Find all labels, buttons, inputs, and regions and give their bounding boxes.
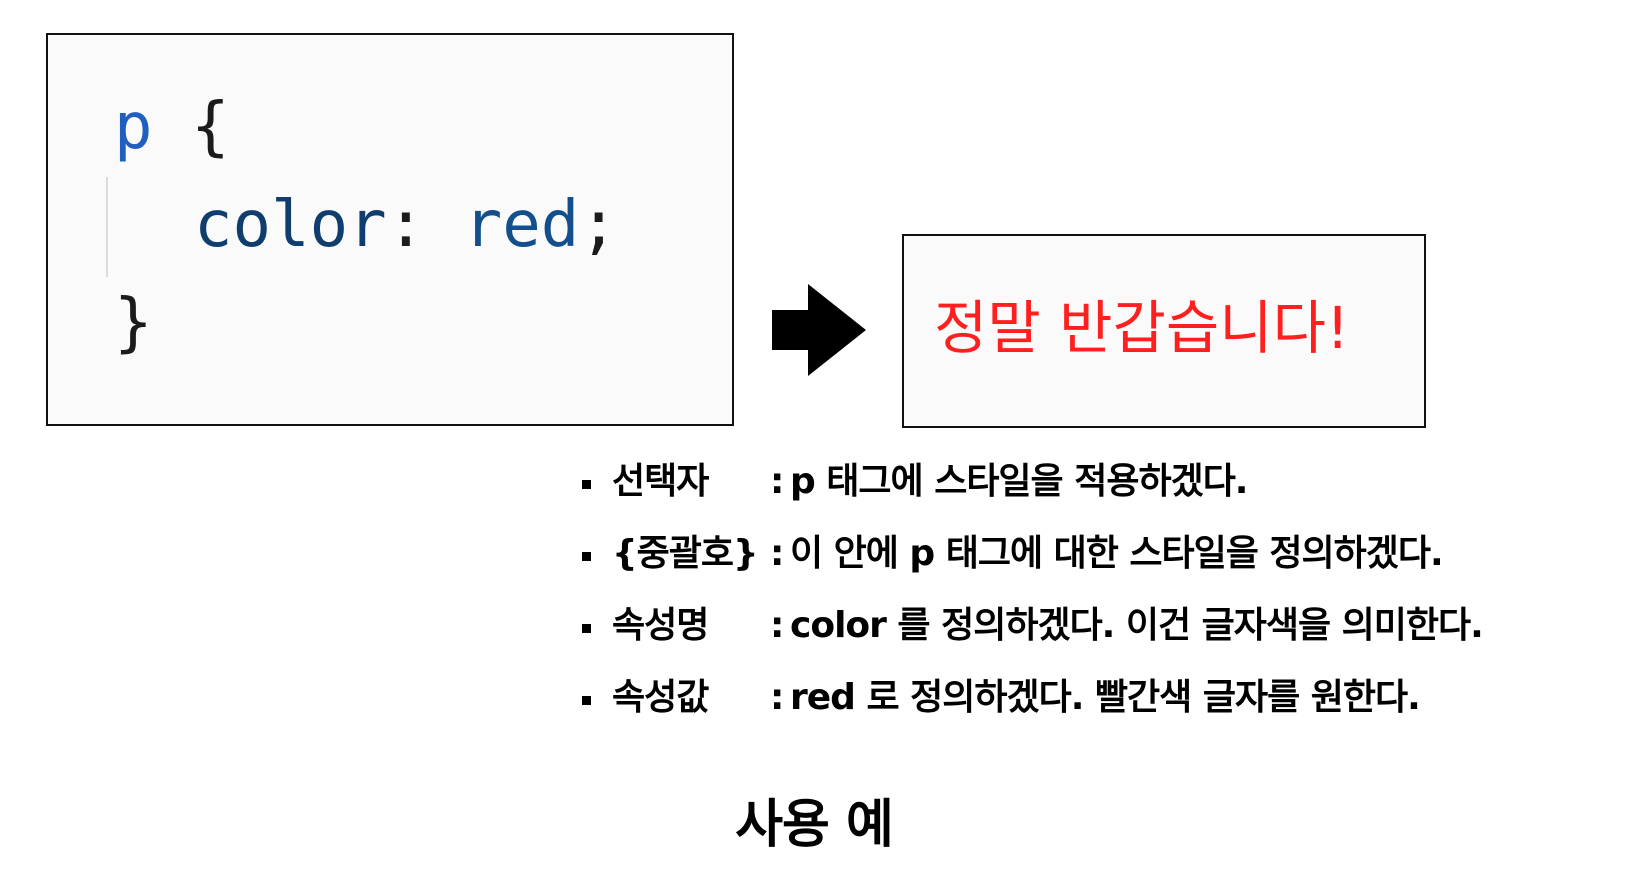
bullet-icon <box>582 480 591 489</box>
code-selector: p <box>114 90 153 164</box>
code-property: color <box>194 188 387 262</box>
result-text: 정말 반갑습니다! <box>934 294 1350 362</box>
code-colon: : <box>386 188 426 262</box>
description-term: 선택자 <box>612 461 709 502</box>
description-text: red 로 정의하겠다. 빨간색 글자를 원한다. <box>790 677 1421 718</box>
bullet-icon <box>582 624 591 633</box>
code-value: red <box>463 188 580 262</box>
right-arrow-icon <box>772 284 866 376</box>
code-line-declaration: color: red; <box>194 185 618 265</box>
description-colon: : <box>770 605 784 646</box>
description-term: 속성명 <box>612 605 709 646</box>
code-example-box: p { color: red; } <box>46 33 734 426</box>
description-colon: : <box>770 533 784 574</box>
result-preview-box: 정말 반갑습니다! <box>902 234 1426 428</box>
code-line-selector: p { <box>114 87 230 167</box>
bullet-icon <box>582 696 591 705</box>
description-term: {중괄호} <box>612 533 759 574</box>
code-close-brace: } <box>114 286 153 360</box>
description-text: p 태그에 스타일을 적용하겠다. <box>790 461 1248 502</box>
description-text: 이 안에 p 태그에 대한 스타일을 정의하겠다. <box>790 533 1444 574</box>
description-colon: : <box>770 461 784 502</box>
indent-guide <box>106 177 108 277</box>
bullet-icon <box>582 552 591 561</box>
code-line-close: } <box>114 283 153 363</box>
description-text: color 를 정의하겠다. 이건 글자색을 의미한다. <box>790 605 1484 646</box>
description-colon: : <box>770 677 784 718</box>
figure-caption: 사용 예 <box>735 795 894 855</box>
description-term: 속성값 <box>612 677 709 718</box>
code-open-brace: { <box>191 90 230 164</box>
code-semicolon: ; <box>579 188 618 262</box>
